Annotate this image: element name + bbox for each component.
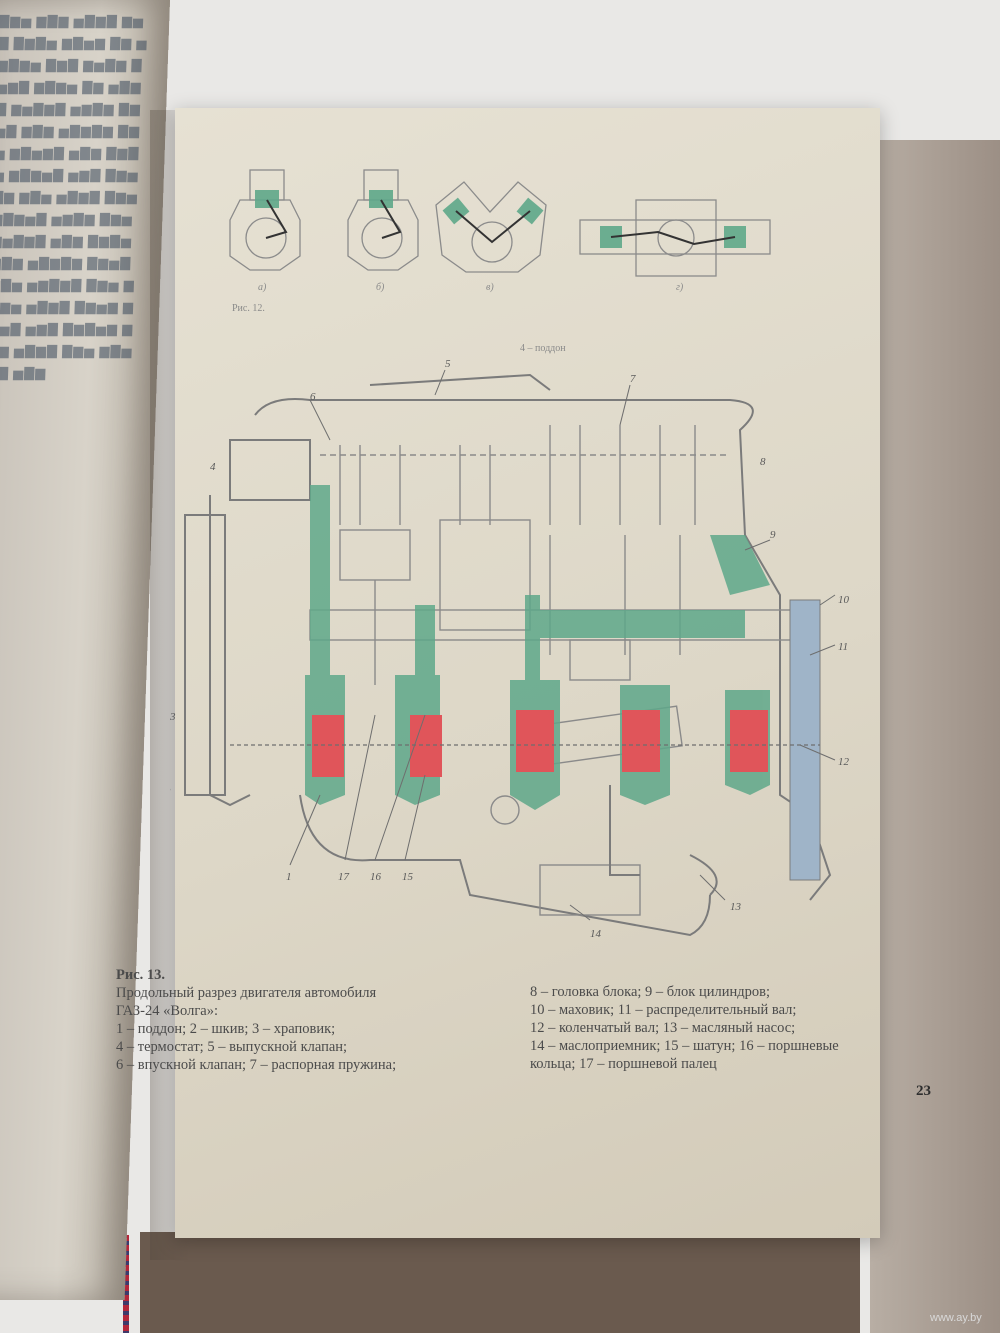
scheme-a-label: а) <box>258 282 267 293</box>
callout-10: 10 <box>838 594 850 606</box>
callout-4: 4 <box>210 461 216 473</box>
ribbon-bookmark <box>123 1235 129 1333</box>
caption-line: 1 – поддон; 2 – шкив; 3 – храповик; <box>116 1021 336 1037</box>
caption-line: 8 – головка блока; 9 – блок цилиндров; <box>530 984 770 1000</box>
scheme-d-label: г) <box>676 282 684 293</box>
callout-6: 6 <box>310 391 316 403</box>
caption-title: Рис. 13. <box>116 967 166 983</box>
callout-2: 2 <box>170 786 171 798</box>
page-number: 23 <box>916 1083 931 1099</box>
caption-line: кольца; 17 – поршневой палец <box>530 1056 717 1072</box>
callout-12: 12 <box>838 756 850 768</box>
callout-7: 7 <box>630 373 636 385</box>
watermark: www.ay.by <box>930 1312 982 1324</box>
left-page: ▇▆▅ ▆▇▆ ▅▇▆▇ ▆▅▇ ▇▆▇▅ ▆▇▅▆ ▇▆ ▅▆▇▆▅ ▇▆▇ … <box>0 0 171 1300</box>
caption-line: ГАЗ-24 «Волга»: <box>116 1003 219 1019</box>
callout-3: 3 <box>170 711 176 723</box>
caption-line: 10 – маховик; 11 – распределительный вал… <box>530 1002 797 1018</box>
callout-9: 9 <box>770 529 776 541</box>
scheme-c-label: в) <box>486 282 494 293</box>
figure-caption-right: 8 – головка блока; 9 – блок цилиндров; 1… <box>530 983 930 1073</box>
caption-line: 14 – маслоприемник; 15 – шатун; 16 – пор… <box>530 1038 839 1054</box>
callout-14: 14 <box>590 928 602 940</box>
book-cover-bottom <box>140 1232 860 1333</box>
flywheel-shape <box>789 599 821 881</box>
top-figure-caption-tail: 4 – поддон <box>520 343 566 354</box>
book-cover-edge <box>870 140 1000 1333</box>
caption-line: 6 – впускной клапан; 7 – распорная пружи… <box>116 1057 397 1073</box>
callout-15: 15 <box>402 871 414 883</box>
left-page-blurred-text: ▇▆▅ ▆▇▆ ▅▇▆▇ ▆▅▇ ▇▆▇▅ ▆▇▅▆ ▇▆ ▅▆▇▆▅ ▇▆▇ … <box>0 13 148 380</box>
scheme-a-outline <box>229 199 301 271</box>
caption-line: 12 – коленчатый вал; 13 – масляный насос… <box>530 1020 796 1036</box>
caption-line: Продольный разрез двигателя автомобиля <box>116 985 377 1001</box>
caption-line: 4 – термостат; 5 – выпускной клапан; <box>116 1039 348 1055</box>
callout-5: 5 <box>445 358 451 370</box>
cylinder-layout-schemes: а) б) в) г) <box>229 169 771 293</box>
engine-cutaway-drawing: 1 2 3 4 5 6 7 8 9 10 11 12 13 14 15 16 1… <box>170 358 850 940</box>
callout-1: 1 <box>286 871 292 883</box>
top-figure-caption-title: Рис. 12. <box>232 303 265 314</box>
callout-16: 16 <box>370 871 382 883</box>
callout-17: 17 <box>338 871 350 883</box>
callout-13: 13 <box>730 901 742 913</box>
callout-11: 11 <box>838 641 848 653</box>
figure-caption-left: Рис. 13. Продольный разрез двигателя авт… <box>116 966 486 1074</box>
scheme-b-label: б) <box>376 282 385 293</box>
callout-8: 8 <box>760 456 766 468</box>
